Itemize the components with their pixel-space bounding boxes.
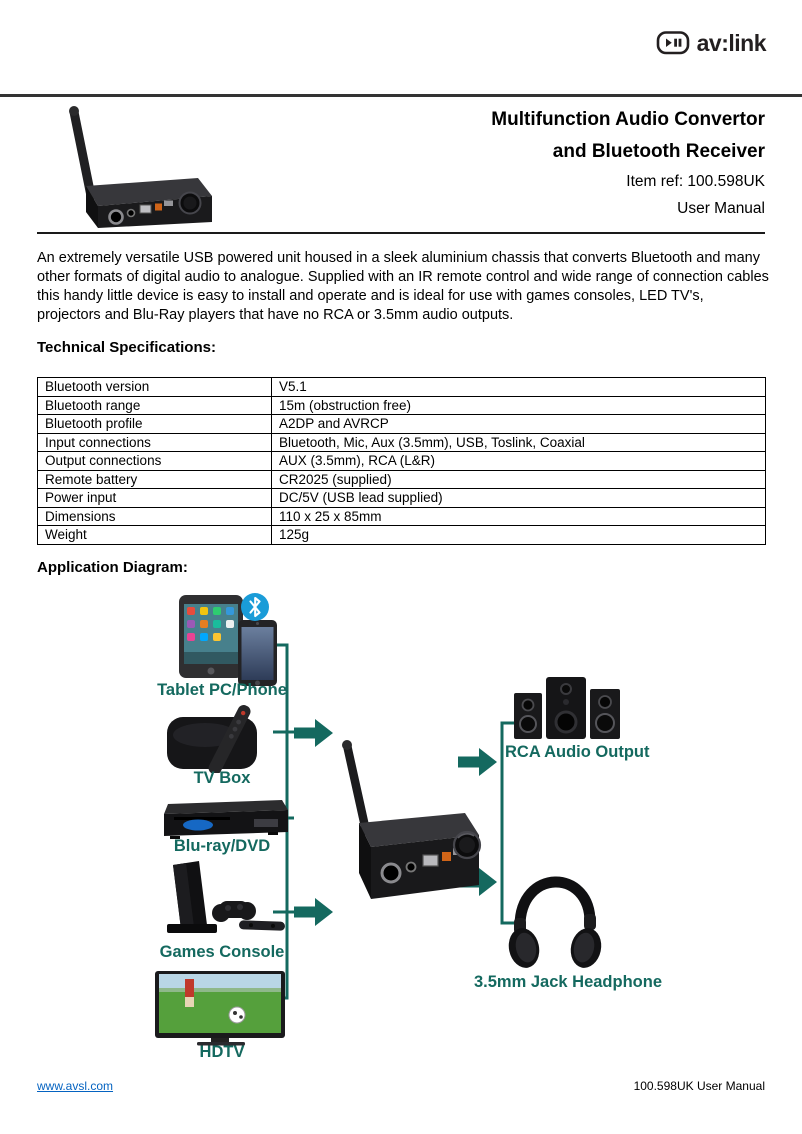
- gamepad: [212, 901, 256, 922]
- spec-value-cell: DC/5V (USB lead supplied): [271, 488, 766, 508]
- spec-table: Bluetooth version V5.1 Bluetooth range 1…: [37, 377, 766, 545]
- tablet-phone-image: [179, 595, 277, 686]
- spec-label-cell: Bluetooth version: [37, 377, 272, 397]
- footer-document-ref: 100.598UK User Manual: [633, 1079, 765, 1093]
- table-row: Bluetooth profile A2DP and AVRCP: [37, 414, 766, 434]
- label-blu-ray-dvd: Blu-ray/DVD: [173, 837, 271, 855]
- specs-heading: Technical Specifications:: [37, 339, 216, 356]
- table-row: Bluetooth range 15m (obstruction free): [37, 395, 766, 415]
- page-title-line1: Multifunction Audio Convertor: [491, 109, 765, 130]
- rca-speakers-image: [514, 677, 620, 739]
- table-row: Input connections Bluetooth, Mic, Aux (3…: [37, 432, 766, 452]
- intro-paragraph: An extremely versatile USB powered unit …: [37, 250, 769, 323]
- page-title-line2: and Bluetooth Receiver: [552, 141, 765, 162]
- spec-label-cell: Weight: [37, 525, 272, 545]
- spec-value-cell: AUX (3.5mm), RCA (L&R): [271, 451, 766, 471]
- table-row: Weight 125g: [37, 525, 766, 545]
- table-row: Bluetooth version V5.1: [37, 377, 766, 397]
- label-35mm-jack-headphone: 3.5mm Jack Headphone: [474, 973, 662, 991]
- label-hdtv: HDTV: [199, 1043, 245, 1061]
- brand-name: av:link: [696, 29, 767, 56]
- spec-label-cell: Bluetooth range: [37, 395, 272, 415]
- diagram-connectors: [273, 643, 517, 1000]
- headphones-image: [508, 876, 602, 968]
- spec-value-cell: V5.1: [271, 377, 766, 397]
- table-row: Power input DC/5V (USB lead supplied): [37, 488, 766, 508]
- games-console-image: [167, 861, 285, 933]
- label-tv-box: TV Box: [193, 769, 251, 787]
- label-games-console: Games Console: [159, 943, 285, 961]
- header-divider: [0, 94, 802, 97]
- hdtv-image: [155, 971, 285, 1046]
- label-tablet-pc-phone: Tablet PC/Phone: [157, 681, 287, 699]
- brand-logo: av:link: [656, 28, 767, 58]
- label-rca-audio-output: RCA Audio Output: [505, 743, 650, 761]
- product-photo: [69, 106, 212, 228]
- spec-label-cell: Output connections: [37, 451, 272, 471]
- converter-device-image: [342, 740, 482, 899]
- table-row: Output connections AUX (3.5mm), RCA (L&R…: [37, 451, 766, 471]
- arrow-right-icon: [294, 719, 333, 747]
- table-row: Dimensions 110 x 25 x 85mm: [37, 506, 766, 526]
- spec-label-cell: Power input: [37, 488, 272, 508]
- table-row: Remote battery CR2025 (supplied): [37, 469, 766, 489]
- spec-value-cell: 110 x 25 x 85mm: [271, 506, 766, 526]
- website-link[interactable]: www.avsl.com: [37, 1079, 114, 1093]
- spec-label-cell: Bluetooth profile: [37, 414, 272, 434]
- spec-label-cell: Input connections: [37, 432, 272, 452]
- application-diagram: Tablet PC/Phone TV Box Blu-ray/DVD: [0, 585, 802, 1090]
- diagram-heading: Application Diagram:: [37, 559, 188, 576]
- bluetooth-icon: [241, 593, 269, 621]
- tv-box-image: [167, 705, 257, 773]
- spec-value-cell: CR2025 (supplied): [271, 469, 766, 489]
- arrow-right-icon: [458, 748, 497, 776]
- spec-value-cell: Bluetooth, Mic, Aux (3.5mm), USB, Toslin…: [271, 432, 766, 452]
- spec-value-cell: A2DP and AVRCP: [271, 414, 766, 434]
- spec-value-cell: 15m (obstruction free): [271, 395, 766, 415]
- title-divider: [37, 232, 765, 234]
- play-pause-icon: [656, 31, 689, 55]
- item-ref: Item ref: 100.598UK: [626, 173, 765, 190]
- blu-ray-image: [164, 800, 288, 839]
- arrow-right-icon: [294, 898, 333, 926]
- spec-value-cell: 125g: [271, 525, 766, 545]
- user-manual-label: User Manual: [677, 200, 765, 217]
- spec-label-cell: Remote battery: [37, 469, 272, 489]
- title-block: Multifunction Audio Convertor and Blueto…: [491, 104, 765, 222]
- spec-label-cell: Dimensions: [37, 506, 272, 526]
